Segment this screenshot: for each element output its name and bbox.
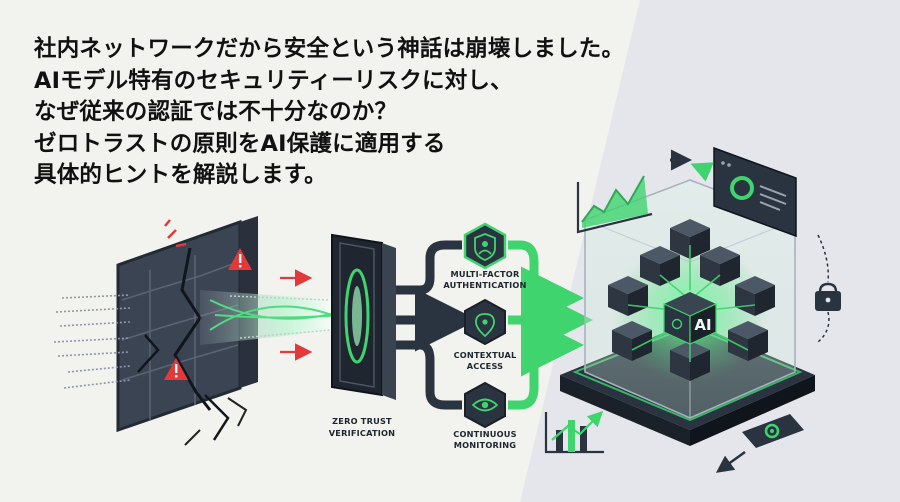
headline: 社内ネットワークだから安全という神話は崩壊しました。 AIモデル特有のセキュリテ… <box>34 34 654 192</box>
monitoring-label-line2: MONITORING <box>454 440 517 450</box>
contextual-check <box>464 298 506 346</box>
data-beam <box>200 290 341 345</box>
bar-chart-icon <box>544 410 604 454</box>
ai-core-chip: AI <box>663 292 717 345</box>
contextual-label-line1: CONTEXTUAL <box>454 350 517 360</box>
data-cube <box>608 276 648 316</box>
data-cube <box>670 341 710 381</box>
mfa-label-line2: AUTHENTICATION <box>443 280 526 290</box>
threat-arrows <box>280 269 313 361</box>
headline-line-2: AIモデル特有のセキュリティーリスクに対し、 <box>34 67 513 94</box>
location-pin-icon <box>475 313 495 338</box>
data-cube <box>670 219 710 259</box>
data-cube <box>612 321 652 361</box>
mfa-check <box>463 222 507 270</box>
gateway-label-line2: VERIFICATION <box>329 428 395 438</box>
monitoring-check <box>464 381 506 429</box>
data-cube <box>735 276 775 316</box>
headline-line-3: なぜ従来の認証では不十分なのか？ <box>34 99 398 125</box>
trend-chart-icon <box>576 175 653 234</box>
monitoring-label-line1: CONTINUOUS <box>453 429 516 439</box>
contextual-label-line2: ACCESS <box>467 361 504 371</box>
ai-vault: AI <box>560 179 815 446</box>
warning-icon <box>228 248 252 270</box>
ai-core-label: AI <box>694 316 711 334</box>
warning-icon <box>164 358 188 380</box>
headline-line-5: 具体的ヒントを解説します。 <box>34 162 327 188</box>
user-shield-icon <box>474 233 496 261</box>
data-cube <box>700 246 740 286</box>
headline-line-4: ゼロトラストの原則をAI保護に適用する <box>34 130 446 157</box>
broken-perimeter-wall <box>116 216 258 446</box>
dashboard-panel-icon <box>713 146 797 238</box>
return-arrow <box>715 450 746 473</box>
data-stream <box>53 294 131 389</box>
wall-crack <box>173 247 212 411</box>
eye-icon <box>471 398 499 412</box>
zero-trust-gateway <box>331 233 396 400</box>
lock-icon <box>815 234 841 343</box>
headline-line-1: 社内ネットワークだから安全という神話は崩壊しました。 <box>34 36 625 62</box>
flow-connectors <box>396 240 593 410</box>
mfa-label-line1: MULTI-FACTOR <box>451 269 520 279</box>
gateway-label-line1: ZERO TRUST <box>332 416 392 426</box>
sync-arrows <box>670 149 714 182</box>
gear-icon <box>742 414 804 448</box>
